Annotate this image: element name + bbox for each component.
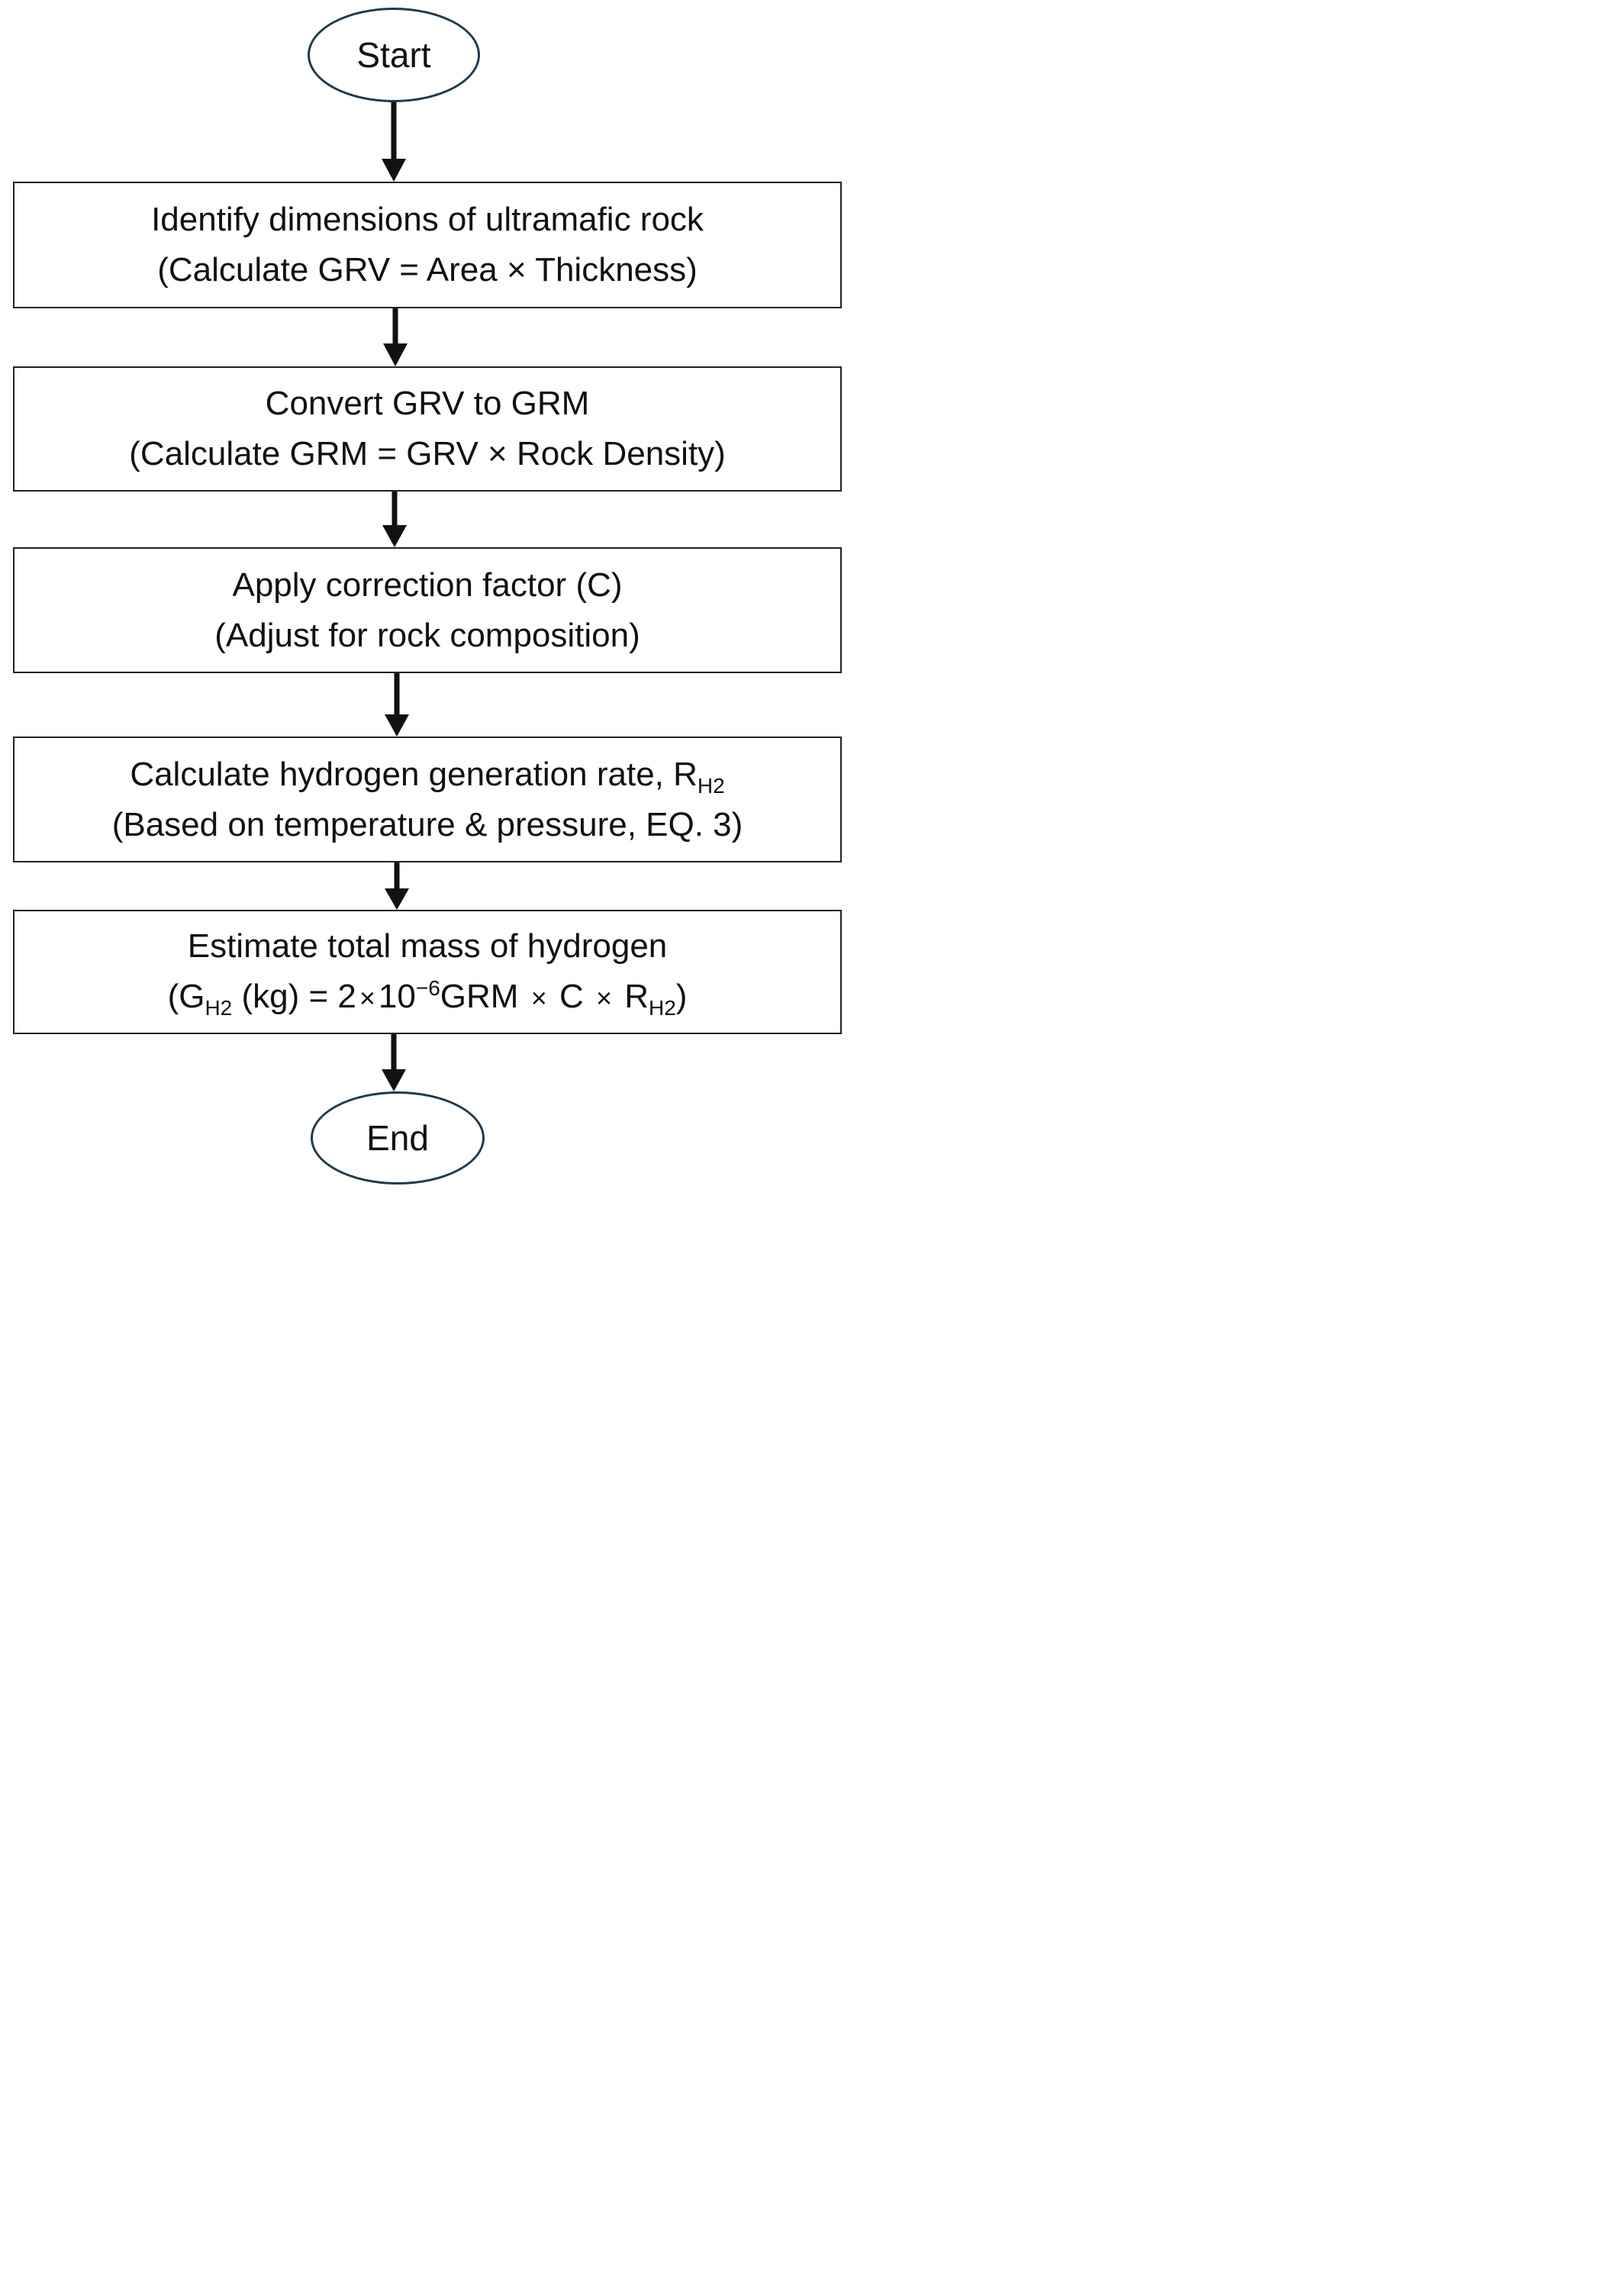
formula-close: ) xyxy=(675,977,688,1015)
start-terminal: Start xyxy=(308,8,480,102)
step3-note: (Adjust for rock composition) xyxy=(214,616,640,654)
formula-open: (G xyxy=(167,977,205,1015)
flow-arrows xyxy=(382,99,409,1091)
end-terminal: End xyxy=(311,1091,485,1185)
formula-exponent: −6 xyxy=(415,975,440,1000)
formula-times-2: × xyxy=(530,982,547,1014)
formula-grm: GRM xyxy=(440,977,528,1015)
arrow-step5-to-end xyxy=(382,1034,406,1091)
end-label: End xyxy=(366,1118,429,1158)
step4-note: (Based on temperature & pressure, EQ. 3) xyxy=(111,805,743,843)
formula-ten: 10 xyxy=(378,977,416,1015)
step-estimate-total-mass: Estimate total mass of hydrogen (GH2 (kg… xyxy=(13,910,842,1034)
step2-formula: (Calculate GRM = GRV × Rock Density) xyxy=(129,435,726,472)
start-label: Start xyxy=(356,35,431,75)
formula-times-3: × xyxy=(595,982,612,1014)
step5-title: Estimate total mass of hydrogen xyxy=(187,927,668,965)
step-identify-dimensions: Identify dimensions of ultramafic rock (… xyxy=(13,182,842,308)
step5-formula: (GH2 (kg) = 2×10−6GRM × C × RH2) xyxy=(168,972,688,1023)
step4-title-subscript: H2 xyxy=(697,773,725,798)
arrow-step2-to-step3 xyxy=(382,492,407,547)
step1-formula: (Calculate GRV = Area × Thickness) xyxy=(157,251,698,289)
arrow-step1-to-step2 xyxy=(383,308,408,366)
formula-mid: (kg) = 2 xyxy=(232,977,356,1015)
step4-title: Calculate hydrogen generation rate, RH2 xyxy=(130,749,724,800)
arrow-start-to-step1 xyxy=(382,99,406,182)
formula-r: R xyxy=(614,977,649,1015)
formula-r-subscript: H2 xyxy=(648,995,676,1020)
step2-title: Convert GRV to GRM xyxy=(265,385,590,422)
formula-g-subscript: H2 xyxy=(205,995,233,1020)
arrow-step3-to-step4 xyxy=(385,673,409,737)
arrow-step4-to-step5 xyxy=(385,862,409,910)
step4-title-text: Calculate hydrogen generation rate, R xyxy=(130,755,698,793)
step3-title: Apply correction factor (C) xyxy=(232,566,623,604)
formula-times-1: × xyxy=(359,982,375,1014)
formula-c: C xyxy=(549,977,593,1015)
step-calculate-generation-rate: Calculate hydrogen generation rate, RH2 … xyxy=(13,737,842,862)
step1-title: Identify dimensions of ultramafic rock xyxy=(151,201,704,238)
step-apply-correction-factor: Apply correction factor (C) (Adjust for … xyxy=(13,547,842,673)
step-convert-grv-to-grm: Convert GRV to GRM (Calculate GRM = GRV … xyxy=(13,366,842,492)
